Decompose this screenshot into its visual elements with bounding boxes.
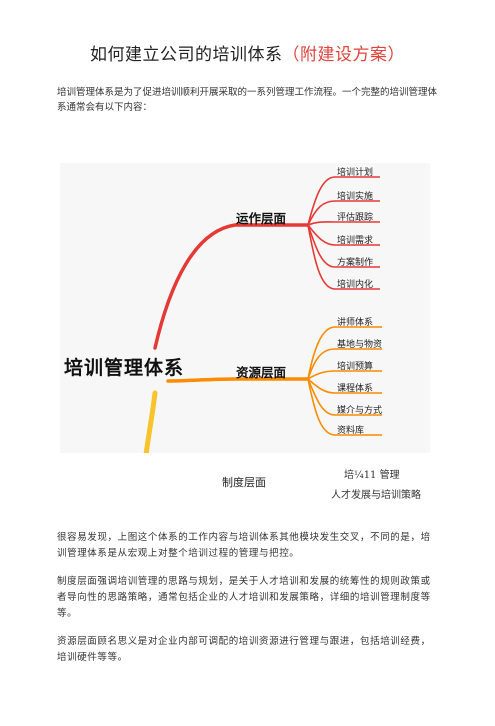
- branch-line-resource: [166, 377, 310, 383]
- leaf-training-internalization: 培训内化: [337, 280, 374, 290]
- management-label: 培¼11 管理: [344, 470, 400, 481]
- leaf-resource-library: 资料库: [337, 426, 365, 436]
- title-suffix: （附建设方案）: [282, 45, 405, 65]
- document-title: 如何建立公司的培训体系（附建设方案）: [0, 40, 495, 65]
- branch-label-resource: 资源层面: [236, 365, 287, 380]
- talent-strategy-label: 人才发展与培训策略: [331, 490, 421, 501]
- branch-line-system: [143, 390, 158, 453]
- paragraph-2: 制度层面强调培训管理的思路与规划，是关于人才培训和发展的统筹性的规则政策或者导向…: [57, 576, 431, 619]
- leaf-training-needs: 培训需求: [337, 236, 374, 246]
- leaf-training-implementation: 培训实施: [337, 192, 374, 202]
- leaf-media-methods: 媒介与方式: [337, 406, 383, 416]
- mindmap-image: 培训管理体系 运作层面 资源层面 培训计划 培训实施 评估跟踪 培训需求 方案制…: [60, 163, 430, 453]
- mindmap-root-label: 培训管理体系: [64, 357, 185, 379]
- leaf-plan-making: 方案制作: [337, 258, 374, 268]
- leaf-training-budget: 培训预算: [337, 362, 374, 372]
- title-main: 如何建立公司的培训体系: [90, 45, 283, 65]
- intro-paragraph: 培训管理体系是为了促进培训顺利开展采取的一系列管理工作流程。一个完整的培训管理体…: [57, 87, 438, 113]
- branch-line-operation: [153, 223, 310, 350]
- leaf-training-plan: 培训计划: [337, 168, 374, 178]
- leaf-course-system: 课程体系: [337, 384, 374, 394]
- leaf-base-materials: 基地与物资: [337, 340, 383, 350]
- system-level-label: 制度层面: [222, 476, 266, 489]
- paragraph-1: 很容易发现，上图这个体系的工作内容与培训体系其他模块发生交叉，不同的是，培训管理…: [57, 532, 431, 559]
- leaf-evaluation-tracking: 评估跟踪: [337, 213, 374, 223]
- mindmap-branches: [143, 176, 382, 453]
- branch-label-operation: 运作层面: [236, 211, 287, 226]
- leaf-lecturer-system: 讲师体系: [337, 318, 374, 328]
- paragraph-3: 资源层面顾名思义是对企业内部可调配的培训资源进行管理与跟进，包括培训经费，培训硬…: [57, 636, 431, 663]
